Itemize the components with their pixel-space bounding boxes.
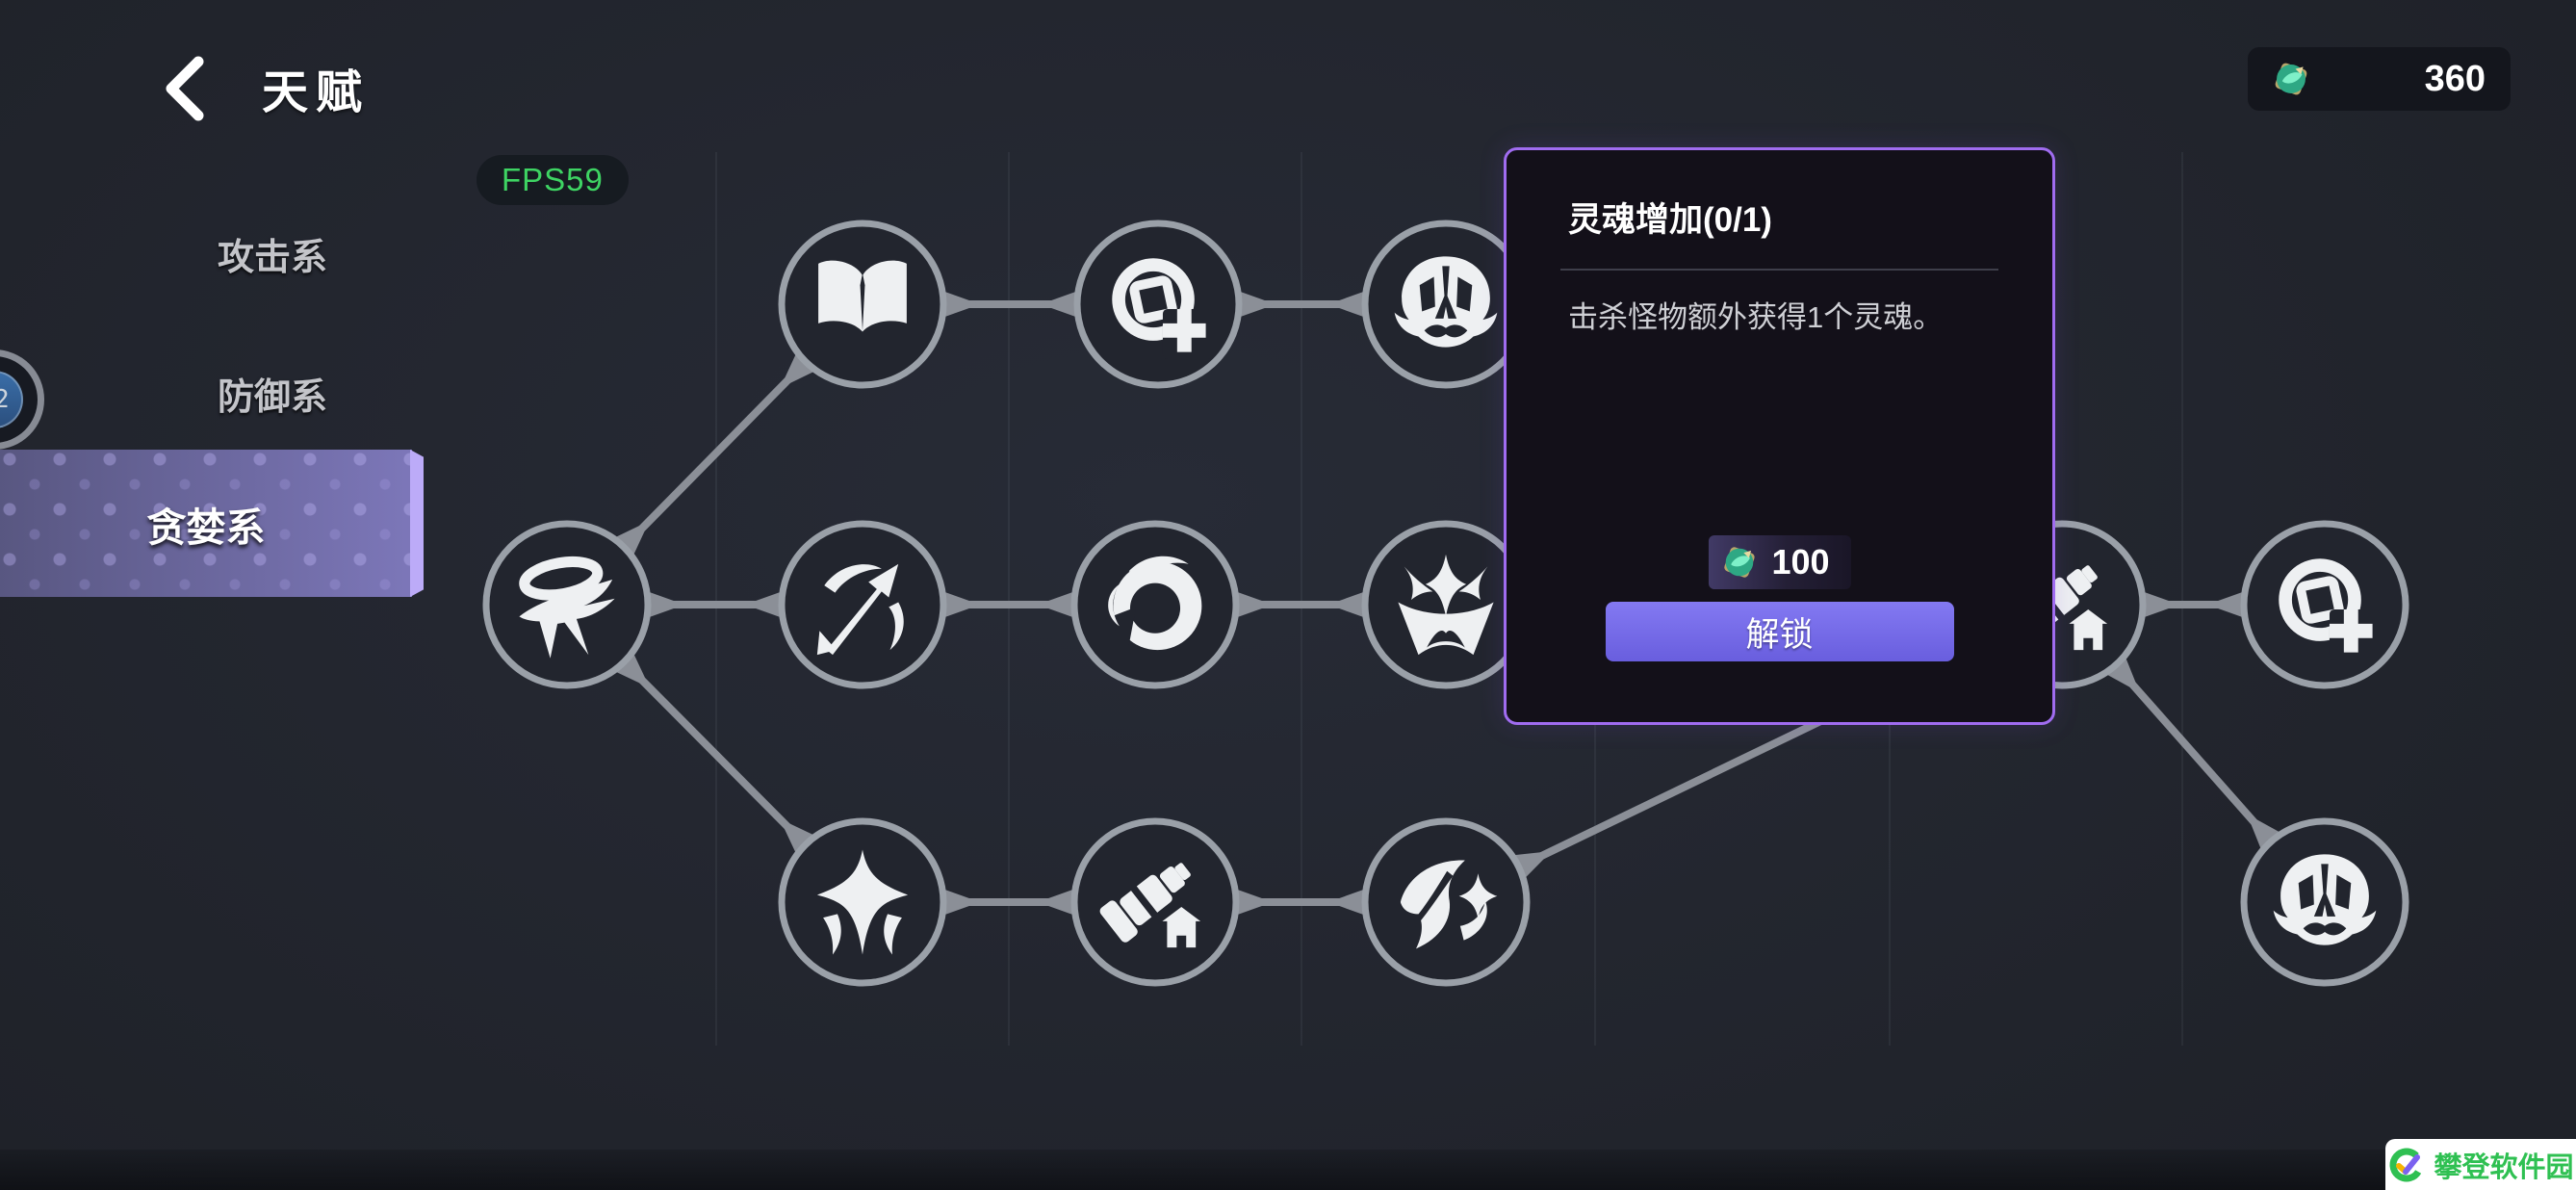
tooltip-title: 灵魂增加(0/1) — [1568, 201, 1772, 239]
talent-node-root[interactable] — [482, 520, 652, 689]
tooltip-description: 击杀怪物额外获得1个灵魂。 — [1568, 300, 1944, 334]
talent-node-coin-plus-1[interactable] — [1073, 220, 1243, 389]
currency-pill: 360 — [2248, 47, 2511, 111]
chevron-left-icon — [166, 56, 204, 121]
sidebar-tab-greed[interactable]: 贪婪系 — [0, 450, 424, 597]
watermark: 攀登软件园 — [2385, 1139, 2576, 1190]
check-logo-icon — [2389, 1148, 2424, 1181]
talent-node-book[interactable] — [778, 220, 947, 389]
fps-label: FPS59 — [502, 162, 604, 197]
talent-tooltip: 灵魂增加(0/1) 击杀怪物额外获得1个灵魂。 100 解锁 — [1504, 147, 2055, 725]
talent-node-demon-1[interactable] — [1361, 220, 1531, 389]
talent-node-bow[interactable] — [778, 520, 947, 689]
talent-node-fox[interactable] — [1361, 817, 1531, 987]
perf-overlay-value: 22 — [0, 385, 10, 414]
talent-node-crown[interactable] — [1361, 520, 1531, 689]
page-title: 天赋 — [262, 67, 371, 118]
sidebar-tab-defense[interactable]: 防御系 — [217, 377, 327, 418]
back-button[interactable] — [154, 54, 216, 123]
talent-node-coin-plus-2[interactable] — [2240, 520, 2409, 689]
soul-gem-icon — [2269, 57, 2313, 101]
watermark-label: 攀登软件园 — [2434, 1151, 2574, 1183]
talent-node-demon-2[interactable] — [2240, 817, 2409, 987]
talent-node-swirl[interactable] — [1070, 520, 1240, 689]
perf-overlay-inner: 22 — [0, 371, 23, 428]
active-tab-strip — [410, 450, 424, 597]
sidebar-tab-attack[interactable]: 攻击系 — [217, 238, 327, 278]
talent-node-telescope[interactable] — [1070, 817, 1240, 987]
bottom-band — [0, 1150, 2576, 1190]
fps-badge: FPS59 — [477, 155, 629, 205]
soul-gem-icon — [1717, 541, 1760, 583]
unlock-button[interactable]: 解锁 — [1605, 602, 1954, 661]
talent-node-spike[interactable] — [778, 817, 947, 987]
unlock-cost-pill: 100 — [1708, 535, 1851, 589]
tooltip-divider — [1560, 269, 1998, 271]
unlock-cost-value: 100 — [1771, 542, 1830, 582]
sidebar-tab-greed-label: 贪婪系 — [146, 504, 266, 550]
currency-value: 360 — [2424, 58, 2486, 99]
